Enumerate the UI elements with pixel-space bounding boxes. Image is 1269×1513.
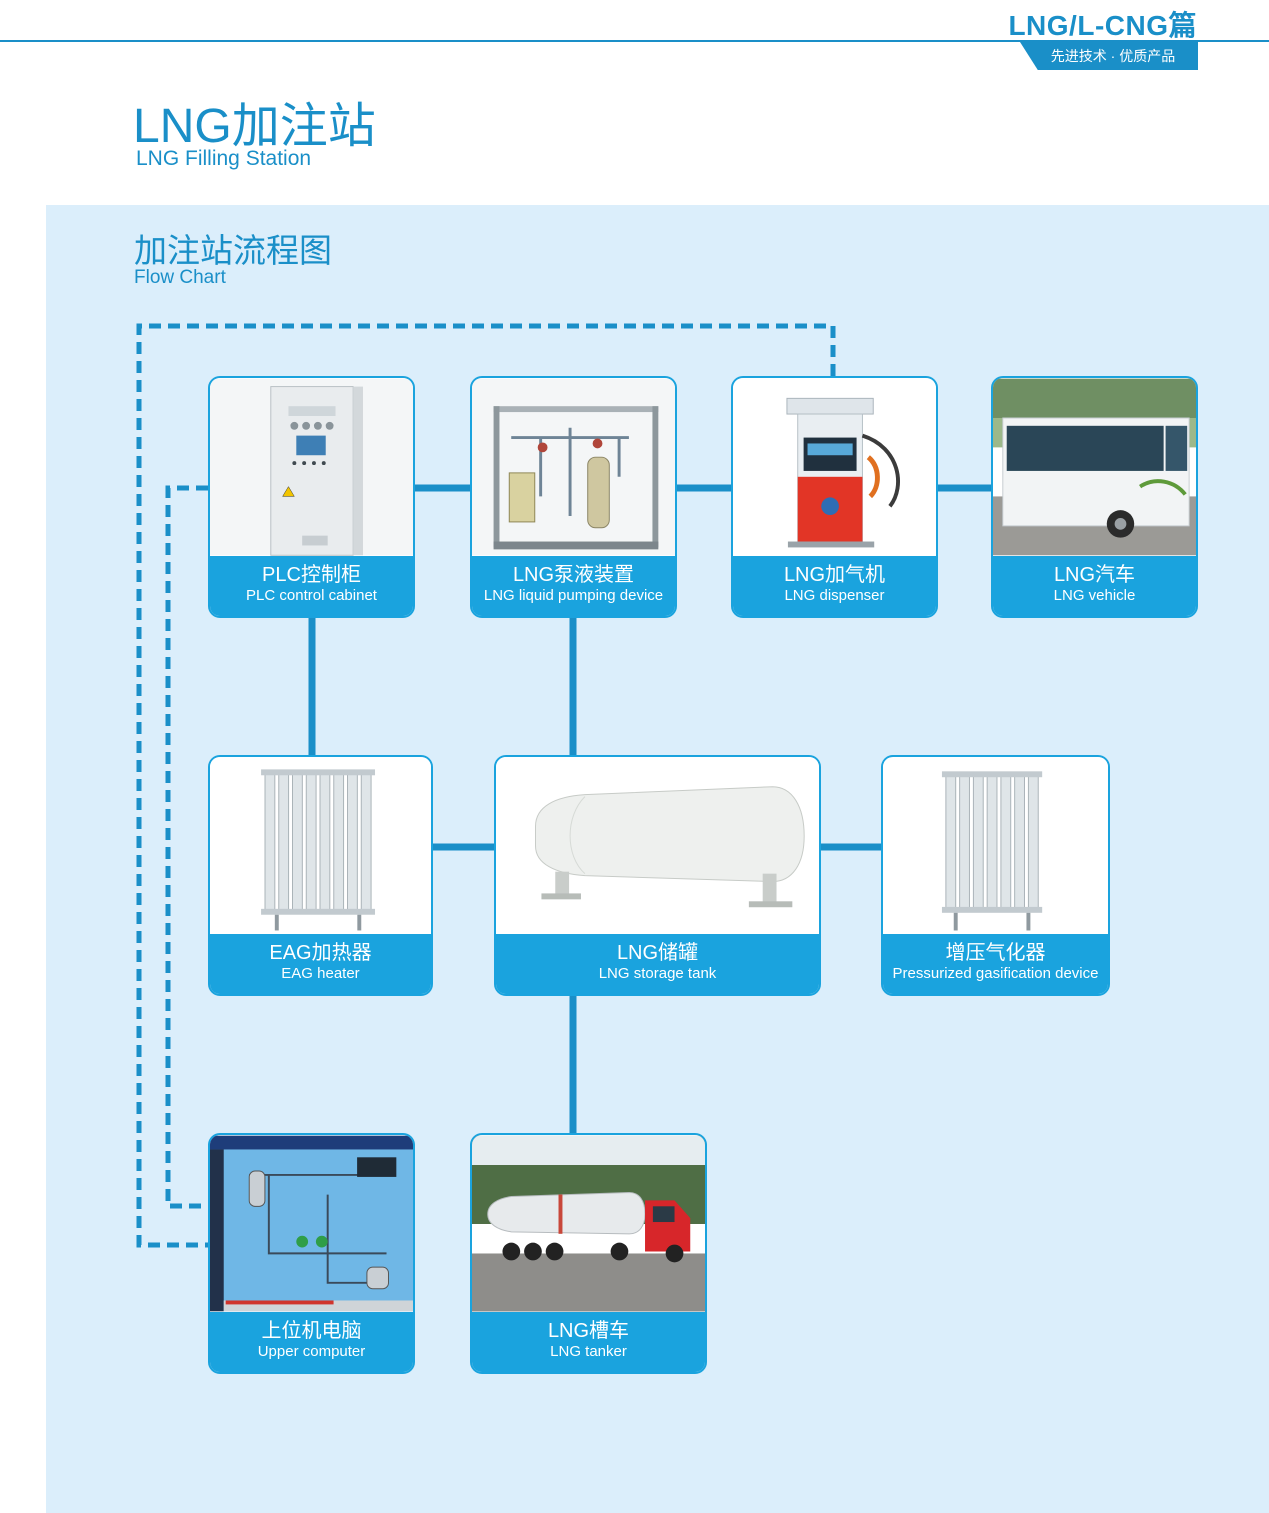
pump-skid-illustration bbox=[472, 378, 675, 556]
tanker-truck-illustration bbox=[472, 1135, 705, 1312]
node-vaporizer-label-en: Pressurized gasification device bbox=[892, 965, 1099, 982]
scada-screen-illustration bbox=[210, 1135, 413, 1312]
node-pump-label-en: LNG liquid pumping device bbox=[483, 587, 664, 604]
node-tanker-label-cn: LNG槽车 bbox=[547, 1320, 630, 1342]
node-vehicle-label-cn: LNG汽车 bbox=[1053, 564, 1136, 586]
node-plc-label-en: PLC control cabinet bbox=[246, 587, 377, 604]
node-plc-label-cn: PLC控制柜 bbox=[262, 564, 361, 586]
brand-title: LNG/L-CNG篇 bbox=[1008, 10, 1197, 41]
dash-dispenser-computer bbox=[136, 323, 836, 1248]
node-eag-label-en: EAG heater bbox=[281, 965, 360, 982]
node-dispenser-label-en: LNG dispenser bbox=[784, 587, 885, 604]
node-dispenser-label-cn: LNG加气机 bbox=[783, 564, 886, 586]
node-eag-label-cn: EAG加热器 bbox=[269, 942, 372, 964]
flowchart-subtitle: Flow Chart bbox=[134, 267, 226, 288]
node-tank-label-en: LNG storage tank bbox=[598, 965, 717, 982]
page-title: LNG加注站 bbox=[133, 100, 376, 153]
dispenser-illustration bbox=[733, 378, 936, 556]
eag-heater-illustration bbox=[210, 757, 431, 934]
plc-cabinet-illustration bbox=[210, 378, 413, 556]
storage-tank-illustration bbox=[496, 757, 819, 934]
node-tank-label-cn: LNG储罐 bbox=[616, 942, 699, 964]
flowchart-title: 加注站流程图 bbox=[134, 232, 332, 269]
node-computer-label-en: Upper computer bbox=[257, 1343, 366, 1360]
dash-plc-computer bbox=[165, 485, 208, 1209]
bus-illustration bbox=[993, 378, 1196, 556]
node-tanker-label-en: LNG tanker bbox=[550, 1343, 627, 1360]
header-rule bbox=[0, 40, 1269, 42]
vaporizer-illustration bbox=[883, 757, 1108, 934]
node-computer-label-cn: 上位机电脑 bbox=[261, 1320, 362, 1342]
brand-tagline: 先进技术 · 优质产品 bbox=[1020, 42, 1198, 70]
node-vaporizer-label-cn: 增压气化器 bbox=[945, 942, 1046, 964]
node-vehicle-label-en: LNG vehicle bbox=[1053, 587, 1136, 604]
node-pump-label-cn: LNG泵液装置 bbox=[512, 564, 635, 586]
page-subtitle: LNG Filling Station bbox=[136, 147, 312, 170]
